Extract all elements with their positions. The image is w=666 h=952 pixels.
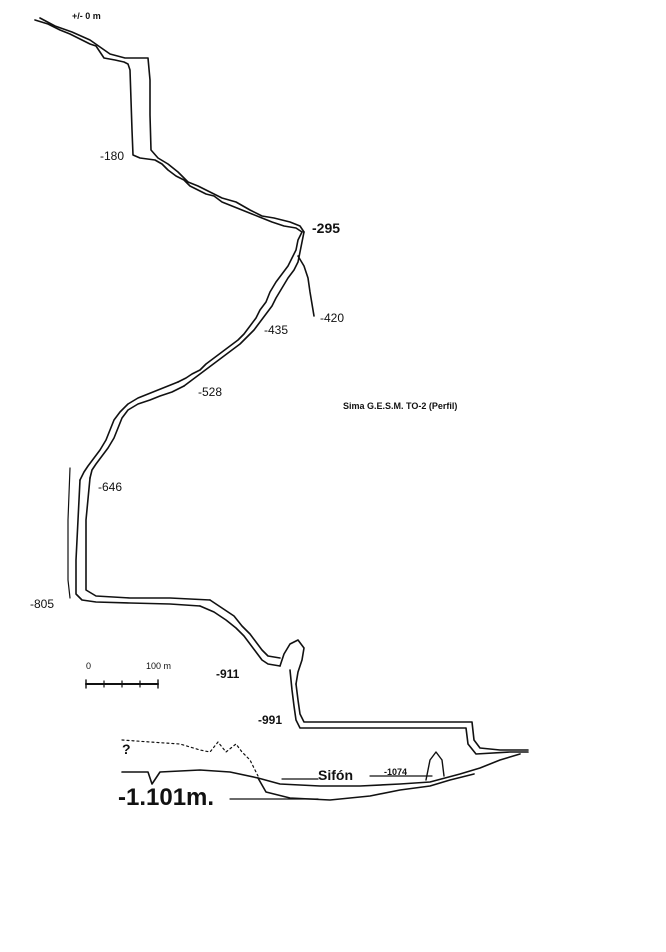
cave-sump-gallery-a	[121, 753, 521, 787]
cave-sump-gallery-b	[257, 773, 475, 801]
cave-passage-991-b	[289, 669, 529, 755]
depth-label-528: -528	[198, 385, 223, 399]
cave-passage-lower-b	[89, 385, 185, 479]
depth-label-805: -805	[30, 597, 55, 611]
unknown-passage-mark: ?	[122, 741, 131, 757]
cave-passage-upper-b	[39, 17, 305, 233]
total-depth-label: -1.101m.	[118, 784, 215, 811]
cave-passage-mid-b	[183, 231, 305, 387]
depth-label-1074: -1074	[384, 767, 408, 777]
depth-label-180: -180	[100, 149, 125, 163]
cave-sump-chamber	[425, 751, 445, 781]
cave-shaft-646-805	[75, 479, 201, 607]
depth-label-435: -435	[264, 323, 289, 337]
cave-shaft-side	[67, 467, 71, 599]
depth-label-646: -646	[98, 480, 123, 494]
cave-passage-mid-a	[177, 231, 303, 383]
depth-label-surface: +/- 0 m	[72, 11, 101, 21]
scale-bar-start-label: 0	[86, 661, 92, 671]
depth-label-295: -295	[312, 220, 341, 236]
sump-label: Sifón	[318, 767, 353, 783]
cave-passage-805-911-b	[209, 599, 281, 659]
scale-bar-end-label: 100 m	[146, 661, 172, 671]
cave-passage-991	[295, 683, 529, 751]
depth-label-911: -911	[216, 667, 240, 681]
scale-bar-graphic	[85, 679, 159, 689]
cave-branch-420	[297, 255, 315, 317]
depth-label-991: -991	[258, 713, 283, 727]
cave-passage-805-911-a	[199, 605, 281, 667]
depth-label-420: -420	[320, 311, 345, 325]
cave-passage-upper-a	[34, 19, 303, 233]
cave-chamber-911	[279, 639, 305, 685]
cave-shaft-646-805-b	[85, 477, 211, 601]
cave-passage-lower-a	[79, 381, 179, 481]
cave-unexplored-dotted	[121, 739, 259, 777]
diagram-title: Sima G.E.S.M. TO-2 (Perfil)	[343, 401, 458, 411]
